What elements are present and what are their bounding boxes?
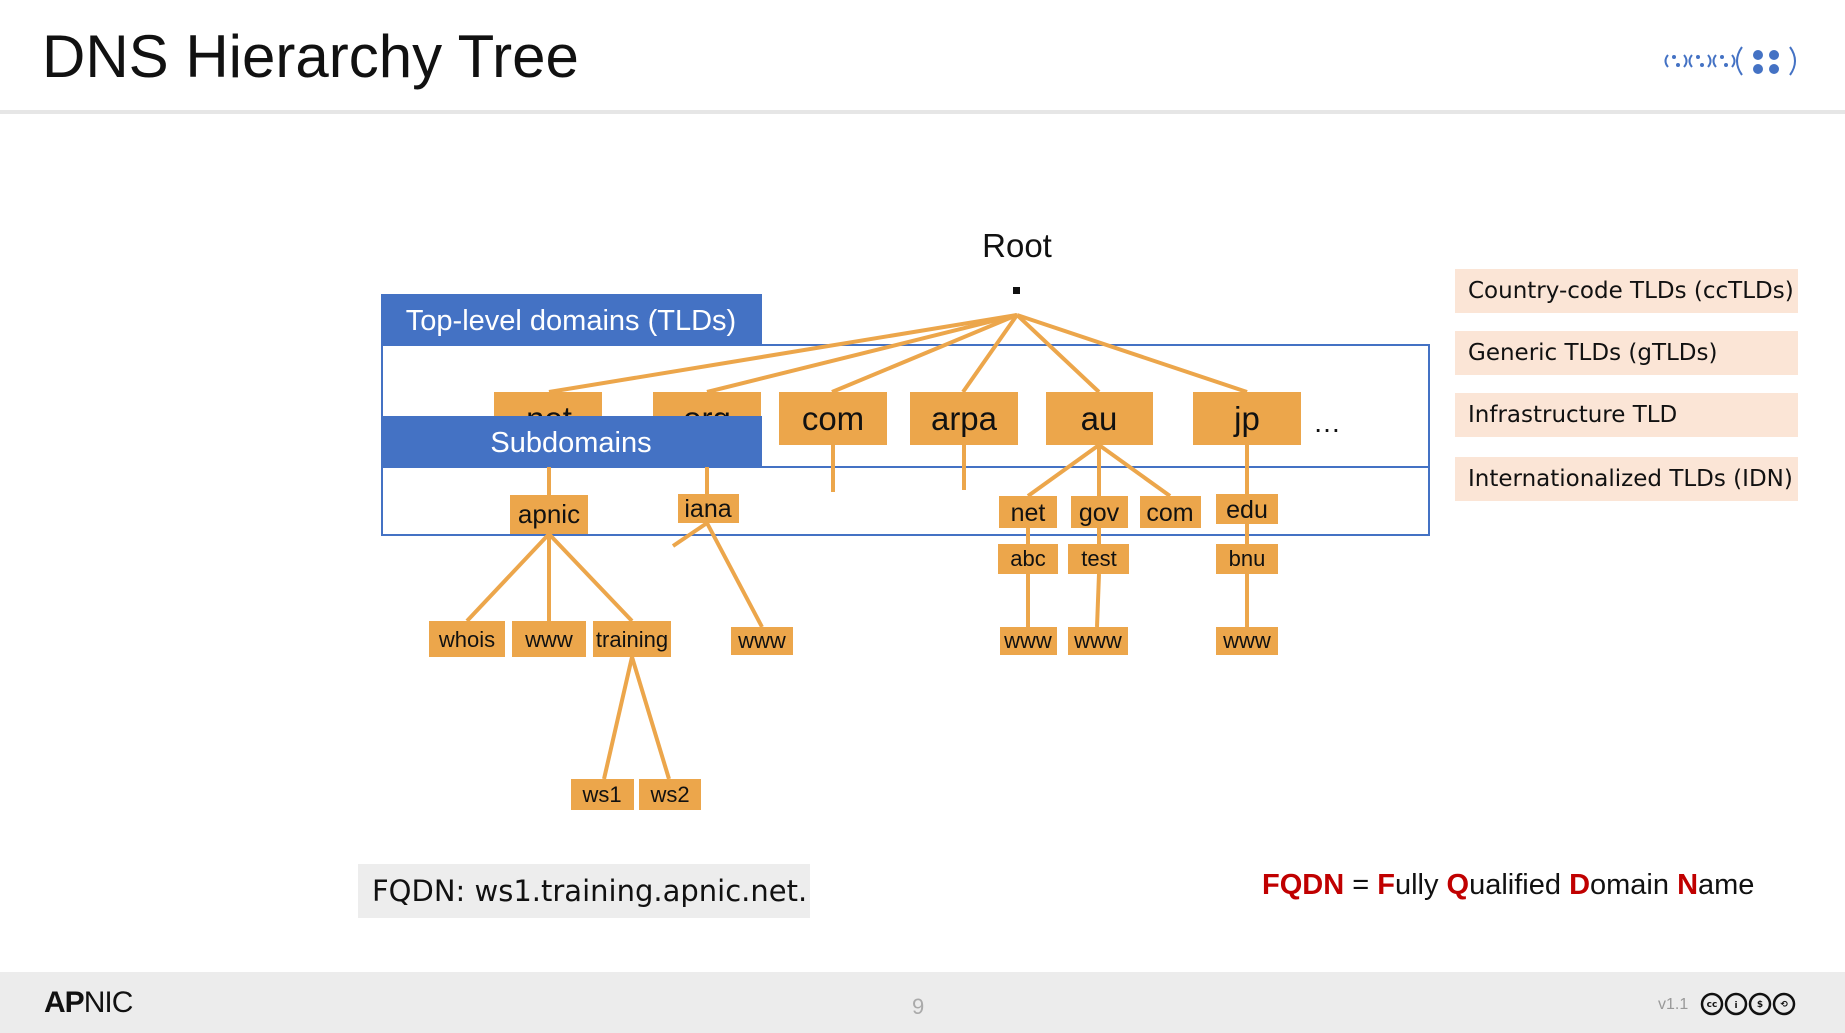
node-whois [429, 621, 505, 657]
node-training [593, 621, 671, 657]
fqdn-word-ualified: ualified [1469, 869, 1570, 901]
version-label: v1.1 [1658, 996, 1689, 1013]
svg-text:cc: cc [1707, 1000, 1718, 1010]
tld-label-com: com [802, 400, 864, 437]
legend-idn-tlds: Internationalized TLDs (IDN) [1455, 457, 1798, 501]
fqdn-letter-q: Q [1446, 869, 1470, 901]
creative-commons-by-nc-sa-icon: cc i $ ⟲ [1700, 992, 1796, 1016]
apnic-brand: APNIC [44, 986, 134, 1020]
fqdn-word-ame: ame [1698, 869, 1755, 901]
node-bnu [1216, 544, 1278, 574]
tld-node-au [1046, 392, 1153, 445]
fqdn-definition: FQDN = Fully Qualified Domain Name [1262, 869, 1754, 902]
sld-node-com [1140, 496, 1201, 528]
fifth-level-nodes: ws1 ws2 [571, 779, 701, 810]
label-whois: whois [438, 627, 495, 652]
subdomain-edges [465, 521, 1249, 780]
fqdn-word-omain: omain [1590, 869, 1678, 901]
label-www-iana: www [737, 628, 786, 653]
node-www-iana [731, 627, 793, 655]
sld-node-iana [678, 494, 739, 523]
fqdn-letter-n: N [1677, 869, 1699, 901]
label-test: test [1081, 546, 1116, 571]
sld-node-net [999, 496, 1057, 528]
tld-node-jp [1193, 392, 1301, 445]
sld-label-com: com [1146, 499, 1193, 527]
tld-nodes: net org com arpa au jp … [494, 392, 1341, 445]
node-www-abc [1000, 627, 1057, 655]
fqdn-equals: = [1344, 869, 1378, 901]
tld-band-label: Top-level domains (TLDs) [406, 305, 736, 337]
third-level-nodes: whois www training www abc test bnu [429, 544, 1278, 657]
node-abc [998, 544, 1058, 574]
tld-band [381, 294, 762, 345]
legend-infrastructure-tld: Infrastructure TLD [1455, 393, 1798, 437]
legend-gtlds: Generic TLDs (gTLDs) [1455, 331, 1798, 375]
apnic-dots-logo-icon [1664, 46, 1796, 76]
fqdn-example: FQDN: ws1.training.apnic.net. [358, 864, 810, 918]
svg-text:⟲: ⟲ [1780, 1000, 1788, 1010]
tld-ellipsis: … [1313, 407, 1341, 438]
tld-label-au: au [1081, 400, 1118, 437]
fqdn-letter-f: F [1377, 869, 1395, 901]
label-www-bnu: www [1222, 628, 1271, 653]
label-www-test: www [1073, 628, 1122, 653]
fqdn-letter-d: D [1569, 869, 1591, 901]
node-www-bnu [1216, 627, 1278, 655]
node-www-apnic [512, 621, 586, 657]
second-level-nodes: apnic iana net gov com edu [510, 494, 1278, 534]
tld-label-arpa: arpa [931, 400, 998, 437]
svg-text:$: $ [1757, 1000, 1763, 1010]
root-edges [548, 313, 1248, 394]
slide-title: DNS Hierarchy Tree [42, 23, 579, 90]
sld-label-iana: iana [684, 495, 731, 523]
label-bnu: bnu [1229, 546, 1266, 571]
sld-label-net: net [1011, 499, 1046, 527]
node-ws1 [571, 779, 634, 810]
sld-node-edu [1216, 494, 1278, 524]
label-ws1: ws1 [581, 782, 621, 807]
sld-label-edu: edu [1226, 496, 1268, 524]
page-number: 9 [912, 994, 925, 1019]
node-www-test [1068, 627, 1128, 655]
node-ws2 [639, 779, 701, 810]
label-ws2: ws2 [649, 782, 689, 807]
tld-node-arpa [910, 392, 1018, 445]
slide-header: DNS Hierarchy Tree [0, 0, 1845, 114]
tld-label-jp: jp [1233, 400, 1260, 437]
brand-rest: NIC [83, 986, 134, 1019]
node-test [1068, 544, 1129, 574]
tld-node-com [779, 392, 887, 445]
fqdn-acronym: FQDN [1262, 869, 1345, 901]
subdomain-band [381, 416, 762, 467]
root-dot [1013, 287, 1020, 294]
slide-footer: APNIC 9 v1.1 cc i $ ⟲ [0, 972, 1845, 1033]
fqdn-word-ully: ully [1394, 869, 1447, 901]
svg-text:i: i [1734, 1001, 1737, 1011]
sld-node-apnic [510, 495, 588, 534]
sld-label-gov: gov [1079, 499, 1120, 527]
label-training: training [596, 627, 668, 652]
root-label: Root [982, 227, 1052, 264]
subdomain-region-frame [381, 466, 1430, 536]
label-www-abc: www [1003, 628, 1052, 653]
brand-bold: AP [44, 986, 85, 1019]
label-abc: abc [1010, 546, 1045, 571]
subdomain-band-label: Subdomains [490, 427, 651, 459]
sld-node-gov [1071, 496, 1128, 528]
fourth-level-nodes: www www www [1000, 627, 1278, 655]
label-www-apnic: www [524, 627, 573, 652]
legend-cctlds: Country-code TLDs (ccTLDs) [1455, 269, 1798, 313]
sld-label-apnic: apnic [518, 499, 580, 529]
